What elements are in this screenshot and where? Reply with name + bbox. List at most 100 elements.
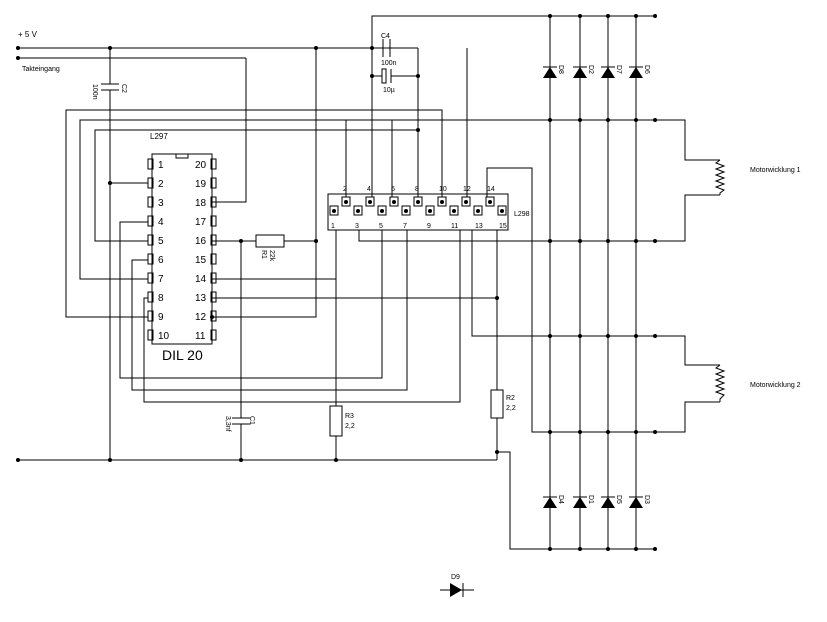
resistor-r3: R3 2,2	[329, 405, 355, 462]
dil-pin-number: 20	[195, 160, 207, 171]
l297-name: L297	[150, 132, 168, 141]
l298-name: L298	[514, 211, 530, 218]
clock-input-label: Takteingang	[22, 66, 60, 73]
diode-label: D8	[557, 65, 564, 74]
l298-pin-bottom: 9	[425, 205, 435, 230]
diode-bridge-top: D8 D2 D7 D6	[543, 14, 650, 549]
l298-pin-top: 2	[341, 186, 351, 207]
dil-pin-number: 1	[158, 160, 164, 171]
dil-pin-number: 13	[195, 293, 207, 304]
c2-value: 100n	[91, 84, 98, 100]
dil-pin-number: 18	[195, 198, 207, 209]
dil-pin-right: 11	[195, 329, 217, 342]
diode-label: D6	[643, 65, 650, 74]
dil-pin-right: 17	[195, 215, 217, 228]
l298-pin-bottom: 7	[401, 205, 411, 230]
l298-pin-number: 8	[415, 186, 419, 193]
l298-pin-bottom: 11	[449, 205, 459, 230]
diode: D2	[573, 50, 594, 96]
dil-pin-right: 14	[195, 272, 217, 285]
l298-pin-number: 7	[403, 223, 407, 230]
r1-ref: R1	[260, 250, 267, 259]
dil-pin-number: 12	[195, 312, 207, 323]
l298-pin-number: 11	[451, 223, 458, 230]
capacitor-c2: C2 100n	[91, 46, 127, 462]
d9-ref: D9	[451, 574, 460, 581]
dil-pin-left: 7	[147, 272, 164, 285]
dil-pin-number: 11	[195, 331, 206, 342]
l298-pin-number: 15	[499, 223, 507, 230]
dil-pin-number: 16	[195, 236, 207, 247]
dil-pin-left: 1	[147, 158, 164, 171]
vs-rail	[371, 15, 655, 197]
dil-right-pins: 20 19 18 17 16 15 14 13 12 11	[195, 158, 217, 342]
diode: D5	[601, 480, 622, 526]
dil-pin-left: 3	[147, 196, 164, 209]
l298-pin-bottom: 1	[329, 205, 339, 230]
diode: D6	[629, 50, 650, 96]
dil-pin-number: 15	[195, 255, 207, 266]
dil-pin-right: 18	[195, 196, 217, 209]
l298-pin-number: 9	[427, 223, 431, 230]
l298-pin-number: 2	[343, 186, 347, 193]
dil-pin-left: 10	[147, 329, 170, 342]
l298-pin-bottom: 3	[353, 205, 363, 230]
dil-pin-right: 19	[195, 177, 217, 190]
dil-pin-right: 16	[195, 234, 217, 247]
motor-winding-2: Motorwicklung 2	[653, 334, 801, 434]
dil-pin-left: 2	[147, 177, 164, 190]
dil-pin-left: 4	[147, 215, 164, 228]
diode: D8	[543, 50, 564, 96]
diode-label: D7	[615, 65, 622, 74]
diode-label: D5	[615, 495, 622, 504]
diode-label: D4	[557, 495, 564, 504]
l297-wiring	[65, 46, 499, 403]
l298-pin-number: 4	[367, 186, 371, 193]
dil-left-pins: 1 2 3 4 5 6 7 8 9 10	[147, 158, 170, 342]
dil-pin-left: 9	[147, 310, 164, 323]
l298-pin-number: 13	[475, 223, 483, 230]
l298-pin-bottom: 15	[497, 205, 507, 230]
diode-label: D1	[587, 495, 594, 504]
vcc-label: + 5 V	[18, 30, 38, 39]
dil-pin-number: 10	[158, 331, 170, 342]
dil-pin-number: 6	[158, 255, 164, 266]
l298-pin-number: 5	[379, 223, 383, 230]
c4-ref: C4	[381, 33, 390, 40]
diode: D3	[629, 480, 650, 526]
c4-value: 100n	[381, 60, 397, 67]
dil-pin-right: 13	[195, 291, 217, 304]
l298-pin-top: 6	[389, 186, 399, 207]
winding2-label: Motorwicklung 2	[750, 382, 801, 389]
dil-pin-number: 2	[158, 179, 164, 190]
l298-pin-bottom: 5	[377, 205, 387, 230]
dil-pin-number: 17	[195, 217, 207, 228]
diode-d9: D9	[440, 574, 474, 597]
capacitor-electrolytic: 10µ	[370, 68, 420, 94]
dil-pin-number: 7	[158, 274, 164, 285]
capacitor-c4: C4 100n	[372, 33, 397, 67]
r3-ref: R3	[345, 413, 354, 420]
dil-pin-number: 19	[195, 179, 207, 190]
l298-pin-top: 4	[365, 186, 375, 207]
c1-ref: C1	[248, 416, 255, 425]
diode: D1	[573, 480, 594, 526]
l298-pin-number: 3	[355, 223, 359, 230]
l298-pin-bottom: 13	[473, 205, 483, 230]
c2-ref: C2	[120, 84, 127, 93]
dil-package-label: DIL 20	[162, 347, 203, 363]
l298-pin-top: 10	[437, 186, 447, 207]
r3-value: 2,2	[345, 423, 355, 430]
r2-value: 2,2	[506, 405, 516, 412]
diode-bridge-bottom: D4 D1 D5 D3	[543, 480, 650, 551]
l298-pin-top: 14	[485, 186, 495, 207]
dil-pin-left: 8	[147, 291, 164, 304]
dil-pin-left: 5	[147, 234, 164, 247]
diode: D4	[543, 480, 564, 526]
electrolytic-value: 10µ	[383, 87, 395, 94]
l298-pin-top: 8	[413, 186, 423, 207]
dil-pin-right: 20	[195, 158, 217, 171]
dil-pin-right: 15	[195, 253, 217, 266]
